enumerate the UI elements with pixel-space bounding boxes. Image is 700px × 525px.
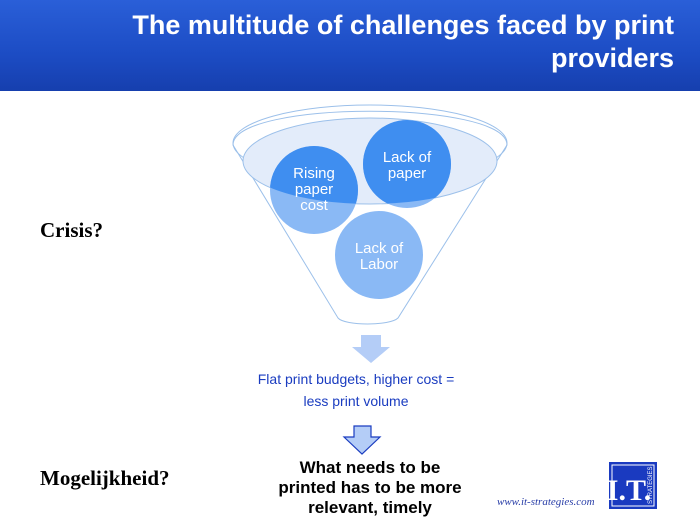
circle-lack-of-labor: Lack of Labor	[335, 211, 423, 299]
circle-label: paper	[388, 165, 426, 182]
outcome-line: less print volume	[303, 393, 409, 409]
result-text: What needs to be printed has to be more …	[240, 458, 500, 518]
circle-label: Rising	[293, 165, 335, 182]
circle-label: Lack of	[383, 149, 432, 166]
circle-label: Lack of	[355, 240, 404, 257]
svg-text:I.T.: I.T.	[609, 474, 651, 507]
svg-text:STRATEGIES: STRATEGIES	[648, 466, 654, 504]
it-strategies-logo: I.T. STRATEGIES	[609, 462, 657, 509]
title-bar: The multitude of challenges faced by pri…	[0, 0, 700, 91]
footer-url: www.it-strategies.com	[497, 496, 595, 508]
down-arrow-icon	[342, 425, 382, 455]
opportunity-label: Mogelijkheid?	[40, 466, 170, 490]
circle-label: cost	[300, 197, 328, 214]
result-line: printed has to be more	[278, 478, 462, 497]
outcome-text: Flat print budgets, higher cost = less p…	[200, 368, 512, 412]
circle-rising-paper-cost: Rising paper cost	[270, 146, 358, 234]
down-arrow-icon	[352, 335, 390, 363]
circle-label: paper	[295, 181, 333, 198]
title-line: providers	[550, 43, 674, 73]
result-line: relevant, timely	[308, 498, 432, 517]
result-line: What needs to be	[299, 458, 441, 477]
crisis-label: Crisis?	[40, 218, 103, 242]
title-line: The multitude of challenges faced by pri…	[132, 10, 674, 40]
slide-title: The multitude of challenges faced by pri…	[54, 9, 674, 75]
circle-label: Labor	[360, 256, 398, 273]
outcome-line: Flat print budgets, higher cost =	[257, 371, 455, 387]
circle-lack-of-paper: Lack of paper	[363, 120, 451, 208]
